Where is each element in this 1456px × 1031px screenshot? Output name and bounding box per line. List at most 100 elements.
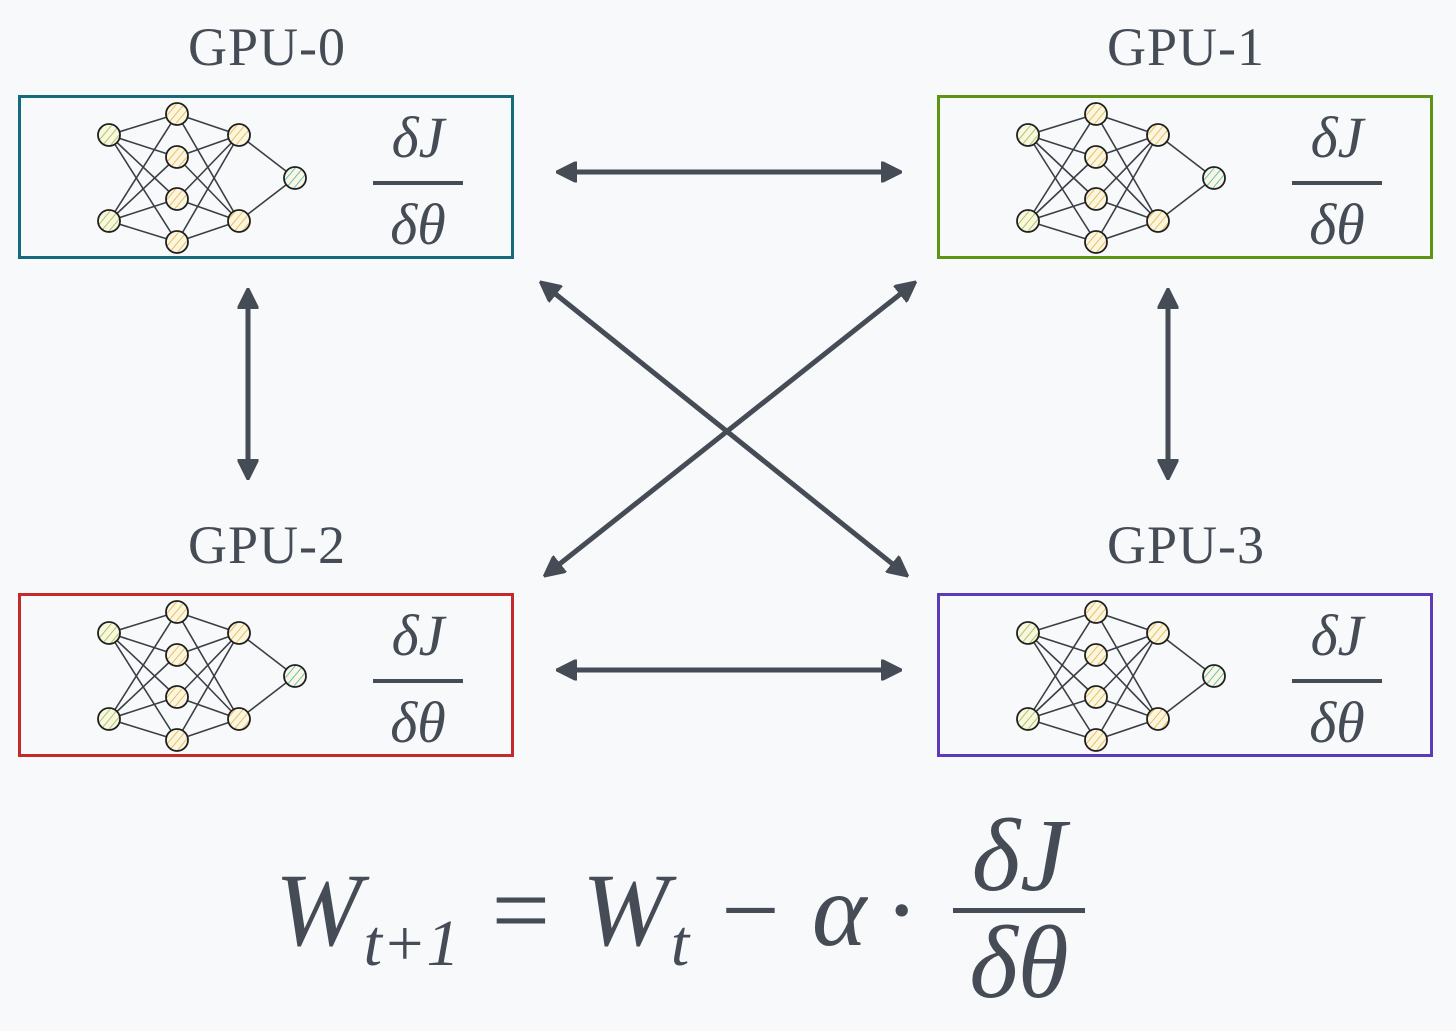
hidden-node: [227, 209, 251, 233]
hidden-node: [1084, 230, 1108, 254]
hidden-node: [1084, 685, 1108, 709]
neural-network-icon: [1016, 600, 1226, 752]
gradient-numerator: δJ: [391, 603, 445, 668]
network-edge: [108, 611, 178, 720]
gradient-numerator: δJ: [1310, 105, 1364, 170]
input-node: [1016, 707, 1040, 731]
fraction-bar: [1292, 181, 1382, 185]
network-edge: [1095, 134, 1159, 243]
fraction-bar: [373, 679, 463, 683]
hidden-node: [1146, 123, 1170, 147]
network-edge: [1027, 134, 1097, 158]
output-node: [283, 664, 307, 688]
formula-dot: ·: [884, 852, 920, 968]
formula-frac-bar: [953, 907, 1086, 913]
network-edge: [176, 632, 240, 741]
formula-rhs-subscript: t: [670, 907, 690, 980]
gradient-fraction: δJ δθ: [1292, 602, 1382, 757]
hidden-node: [1084, 600, 1108, 624]
input-node: [97, 707, 121, 731]
input-node: [1016, 621, 1040, 645]
output-node: [1202, 664, 1226, 688]
gradient-numerator: δJ: [391, 105, 445, 170]
network-edge: [1027, 113, 1097, 222]
hidden-node: [165, 230, 189, 254]
input-node: [97, 123, 121, 147]
fraction-bar: [373, 181, 463, 185]
network-edge: [108, 198, 178, 222]
hidden-node: [1084, 643, 1108, 667]
gradient-denominator: δθ: [390, 192, 446, 257]
neural-network-icon: [97, 600, 307, 752]
gradient-denominator: δθ: [390, 690, 446, 755]
gpu-1-box: δJ δθ: [937, 95, 1433, 259]
hidden-node: [165, 643, 189, 667]
input-node: [97, 209, 121, 233]
formula-minus: −: [721, 852, 780, 968]
network-edge: [1027, 654, 1097, 720]
fraction-bar: [1292, 679, 1382, 683]
gpu-0-label: GPU-0: [187, 17, 346, 77]
gpu-1-label: GPU-1: [1106, 17, 1265, 77]
gradient-fraction: δJ δθ: [373, 602, 463, 757]
network-edge: [176, 134, 240, 243]
formula-equals: =: [491, 852, 551, 968]
network-edge: [108, 156, 178, 222]
gpu-2-label: GPU-2: [187, 515, 346, 575]
gpu-2-box: δJ δθ: [18, 593, 514, 757]
network-edge: [1095, 632, 1159, 741]
network-edge: [108, 632, 178, 656]
input-node: [97, 621, 121, 645]
output-node: [283, 166, 307, 190]
network-edge: [108, 113, 178, 222]
arrow-gpu1-gpu2: [547, 284, 913, 574]
gradient-numerator: δJ: [1310, 603, 1364, 668]
gradient-fraction: δJ δθ: [373, 104, 463, 259]
hidden-node: [165, 728, 189, 752]
gpu-3-box: δJ δθ: [937, 593, 1433, 757]
hidden-node: [227, 621, 251, 645]
hidden-node: [165, 102, 189, 126]
weight-update-formula: W t+1 = W t − α · δJ δθ: [275, 797, 1086, 1020]
hidden-node: [1084, 145, 1108, 169]
hidden-node: [227, 707, 251, 731]
network-edge: [1095, 134, 1159, 200]
output-node: [1202, 166, 1226, 190]
hidden-node: [1084, 728, 1108, 752]
network-edge: [1027, 198, 1097, 222]
network-edge: [108, 654, 178, 720]
hidden-node: [227, 123, 251, 147]
input-node: [1016, 209, 1040, 233]
network-edge: [1027, 632, 1097, 656]
hidden-node: [165, 187, 189, 211]
gpu-0-box: δJ δθ: [18, 95, 514, 259]
formula-frac-denominator: δθ: [969, 904, 1069, 1020]
formula-lhs-subscript: t+1: [363, 907, 460, 980]
network-edge: [1027, 611, 1097, 720]
network-edge: [176, 632, 240, 698]
gradient-denominator: δθ: [1309, 690, 1365, 755]
hidden-node: [1084, 102, 1108, 126]
formula-rhs-var: W: [582, 852, 669, 968]
hidden-node: [165, 600, 189, 624]
network-edge: [1095, 632, 1159, 698]
arrow-gpu0-gpu3: [543, 284, 905, 574]
neural-network-icon: [97, 102, 307, 254]
formula-learning-rate: α: [811, 852, 867, 968]
gradient-denominator: δθ: [1309, 192, 1365, 257]
hidden-node: [165, 685, 189, 709]
formula-gradient-fraction: δJ δθ: [953, 797, 1086, 1020]
network-edge: [108, 696, 178, 720]
input-node: [1016, 123, 1040, 147]
network-edge: [108, 134, 178, 158]
hidden-node: [165, 145, 189, 169]
network-edge: [1027, 156, 1097, 222]
gpu-3-label: GPU-3: [1106, 515, 1265, 575]
formula-frac-numerator: δJ: [971, 797, 1067, 913]
hidden-node: [1146, 209, 1170, 233]
hidden-node: [1146, 707, 1170, 731]
network-edge: [176, 134, 240, 200]
hidden-node: [1084, 187, 1108, 211]
gradient-fraction: δJ δθ: [1292, 104, 1382, 259]
